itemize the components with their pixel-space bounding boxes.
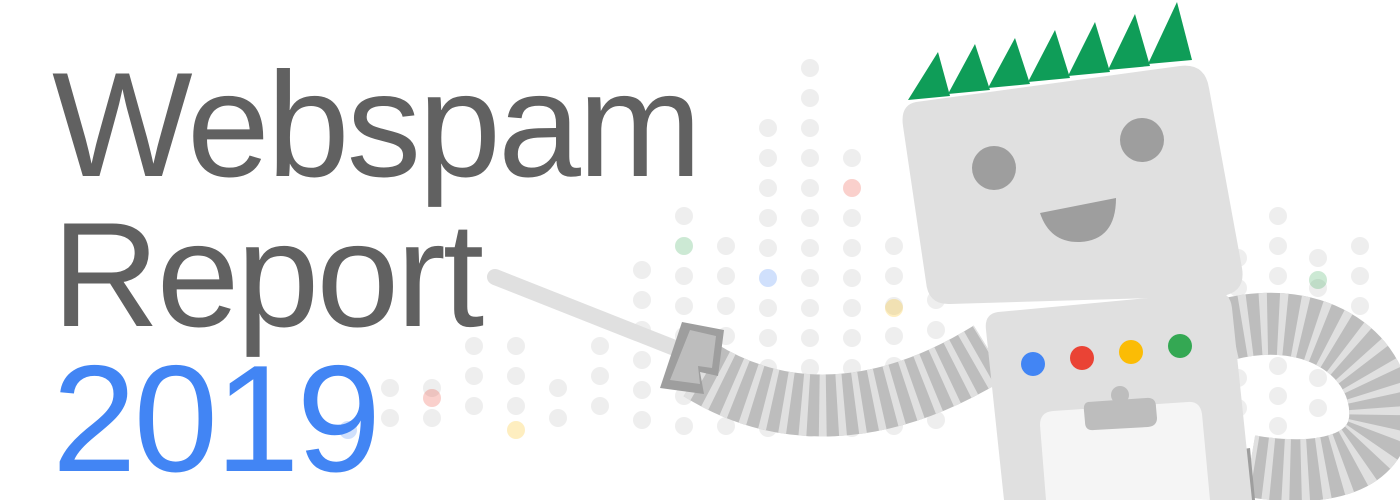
background-dot [507,397,525,415]
background-dot [339,421,357,439]
blue-button-icon [1021,352,1045,376]
background-dot [717,297,735,315]
background-dot [801,329,819,347]
background-dot [675,297,693,315]
background-dot [1269,237,1287,255]
title-line-report: Report [52,191,484,358]
background-dot [1269,207,1287,225]
background-dot [1309,279,1327,297]
right-eye-icon [1120,118,1164,162]
background-dot [633,291,651,309]
background-dot [633,261,651,279]
background-dot [801,149,819,167]
background-dot [717,267,735,285]
background-dot [801,359,819,377]
background-dot [1269,417,1287,435]
background-dot [507,367,525,385]
background-dot [759,119,777,137]
clipboard-icon [1040,386,1210,500]
background-dot [591,337,609,355]
background-dot [675,417,693,435]
background-dot [465,397,483,415]
background-dot [1309,271,1327,289]
background-dot [591,367,609,385]
background-dot [1269,267,1287,285]
title-line-webspam: Webspam [52,41,702,208]
background-dot [675,207,693,225]
background-dot [675,237,693,255]
background-dot [801,299,819,317]
background-dot [759,329,777,347]
background-dot [843,209,861,227]
background-dot [801,209,819,227]
background-dot [381,379,399,397]
background-dot [1269,357,1287,375]
background-dot [675,267,693,285]
background-dot [843,149,861,167]
background-dot [1309,399,1327,417]
background-dot [633,411,651,429]
background-dot [759,179,777,197]
background-dot [801,59,819,77]
background-dot [1351,297,1369,315]
background-dot [843,329,861,347]
background-dot [591,397,609,415]
pointer-stick-icon [487,269,708,366]
background-dot [801,179,819,197]
background-dot [1309,369,1327,387]
background-dot [717,417,735,435]
left-eye-icon [972,146,1016,190]
background-dot [423,409,441,427]
green-button-icon [1168,334,1192,358]
background-dot [1351,267,1369,285]
background-dot [885,297,903,315]
background-dot [633,351,651,369]
background-dot [381,409,399,427]
background-dot [843,239,861,257]
background-dot [549,379,567,397]
background-dot [885,299,903,317]
background-dot [423,389,441,407]
background-dot [759,239,777,257]
red-button-icon [1070,346,1094,370]
robot-left-arm [660,322,1007,437]
smile-icon [1040,198,1116,243]
background-dot [801,239,819,257]
background-dot [423,379,441,397]
robot-hair-spikes [908,2,1192,100]
title-year: 2019 [52,334,381,500]
robot-head [902,65,1243,305]
background-dot [801,269,819,287]
background-dot [759,269,777,287]
background-dot [801,119,819,137]
background-dot [885,327,903,345]
background-dot [843,299,861,317]
background-dot [465,337,483,355]
background-dot [759,209,777,227]
background-dot [465,367,483,385]
background-dot [549,409,567,427]
background-dot [885,237,903,255]
background-dot [1309,249,1327,267]
background-dot [801,89,819,107]
background-dot [633,381,651,399]
background-dot [507,421,525,439]
background-dot [759,149,777,167]
background-dot [507,337,525,355]
background-dot [1269,387,1287,405]
background-dot [843,269,861,287]
yellow-button-icon [1119,340,1143,364]
background-dot [1351,237,1369,255]
background-dot [759,299,777,317]
background-dot [885,267,903,285]
background-dot [843,179,861,197]
background-dot [717,237,735,255]
background-dot [927,321,945,339]
